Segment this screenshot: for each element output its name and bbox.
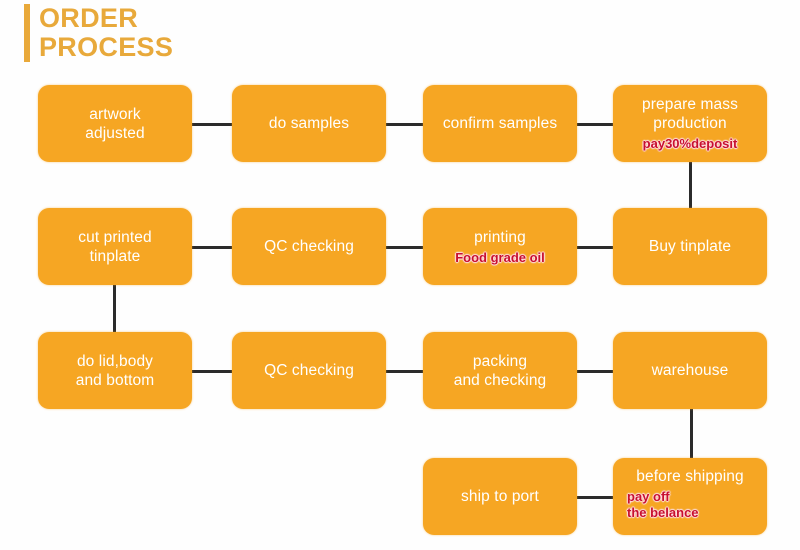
- node-label: printing: [474, 228, 526, 246]
- title-line-1: ORDER: [39, 3, 139, 33]
- connector-artwork-to-do-samples: [192, 123, 232, 126]
- node-label: confirm samples: [442, 115, 558, 132]
- connector-do-samples-to-confirm-samples: [386, 123, 423, 126]
- node-label: cut printed tinplate: [78, 228, 152, 265]
- node-label: warehouse: [651, 362, 729, 379]
- connector-before-shipping-to-ship-to-port: [577, 496, 613, 499]
- node-printing[interactable]: printing Food grade oil: [423, 208, 577, 285]
- connector-qc-checking-1-to-cut-printed-tinplate: [192, 246, 232, 249]
- page-title: ORDER PROCESS: [24, 4, 173, 62]
- node-before-shipping[interactable]: before shipping pay off the belance: [613, 458, 767, 535]
- connector-printing-to-qc-checking-1: [386, 246, 423, 249]
- connector-confirm-samples-to-prepare-mass: [577, 123, 613, 126]
- connector-do-lid-body-to-qc-checking-2: [192, 370, 232, 373]
- node-do-samples[interactable]: do samples: [232, 85, 386, 162]
- connector-cut-printed-to-do-lid-body: [113, 285, 116, 332]
- node-label: QC checking: [264, 238, 354, 255]
- connector-prepare-mass-to-buy-tinplate: [689, 162, 692, 208]
- node-buy-tinplate[interactable]: Buy tinplate: [613, 208, 767, 285]
- title-line-2: PROCESS: [39, 32, 174, 62]
- node-label: do samples: [268, 115, 350, 132]
- title-text: ORDER PROCESS: [39, 4, 173, 62]
- node-cut-printed-tinplate[interactable]: cut printed tinplate: [38, 208, 192, 285]
- connector-packing-to-warehouse: [577, 370, 613, 373]
- node-label: artwork adjusted: [85, 105, 145, 142]
- node-note-food-grade-oil: Food grade oil: [455, 249, 545, 265]
- node-ship-to-port[interactable]: ship to port: [423, 458, 577, 535]
- connector-buy-tinplate-to-printing: [577, 246, 613, 249]
- node-label: before shipping: [636, 468, 744, 485]
- node-note-pay-deposit: pay30%deposit: [642, 136, 738, 151]
- node-label: QC checking: [264, 362, 354, 379]
- node-note-pay-off-balance: pay off the belance: [627, 489, 699, 520]
- connector-qc-checking-2-to-packing: [386, 370, 423, 373]
- node-prepare-mass-production[interactable]: prepare mass production pay30%deposit: [613, 85, 767, 162]
- node-artwork-adjusted[interactable]: artwork adjusted: [38, 85, 192, 162]
- node-qc-checking-2[interactable]: QC checking: [232, 332, 386, 409]
- connector-warehouse-to-before-shipping: [690, 409, 693, 458]
- node-qc-checking-1[interactable]: QC checking: [232, 208, 386, 285]
- node-label: packing and checking: [453, 352, 547, 389]
- title-accent-bar: [24, 4, 30, 62]
- node-label: prepare mass production: [642, 96, 738, 132]
- node-label: Buy tinplate: [648, 238, 732, 255]
- node-confirm-samples[interactable]: confirm samples: [423, 85, 577, 162]
- node-do-lid-body-and-bottom[interactable]: do lid,body and bottom: [38, 332, 192, 409]
- node-warehouse[interactable]: warehouse: [613, 332, 767, 409]
- node-label: do lid,body and bottom: [75, 352, 155, 389]
- node-packing-and-checking[interactable]: packing and checking: [423, 332, 577, 409]
- node-label: ship to port: [461, 488, 539, 505]
